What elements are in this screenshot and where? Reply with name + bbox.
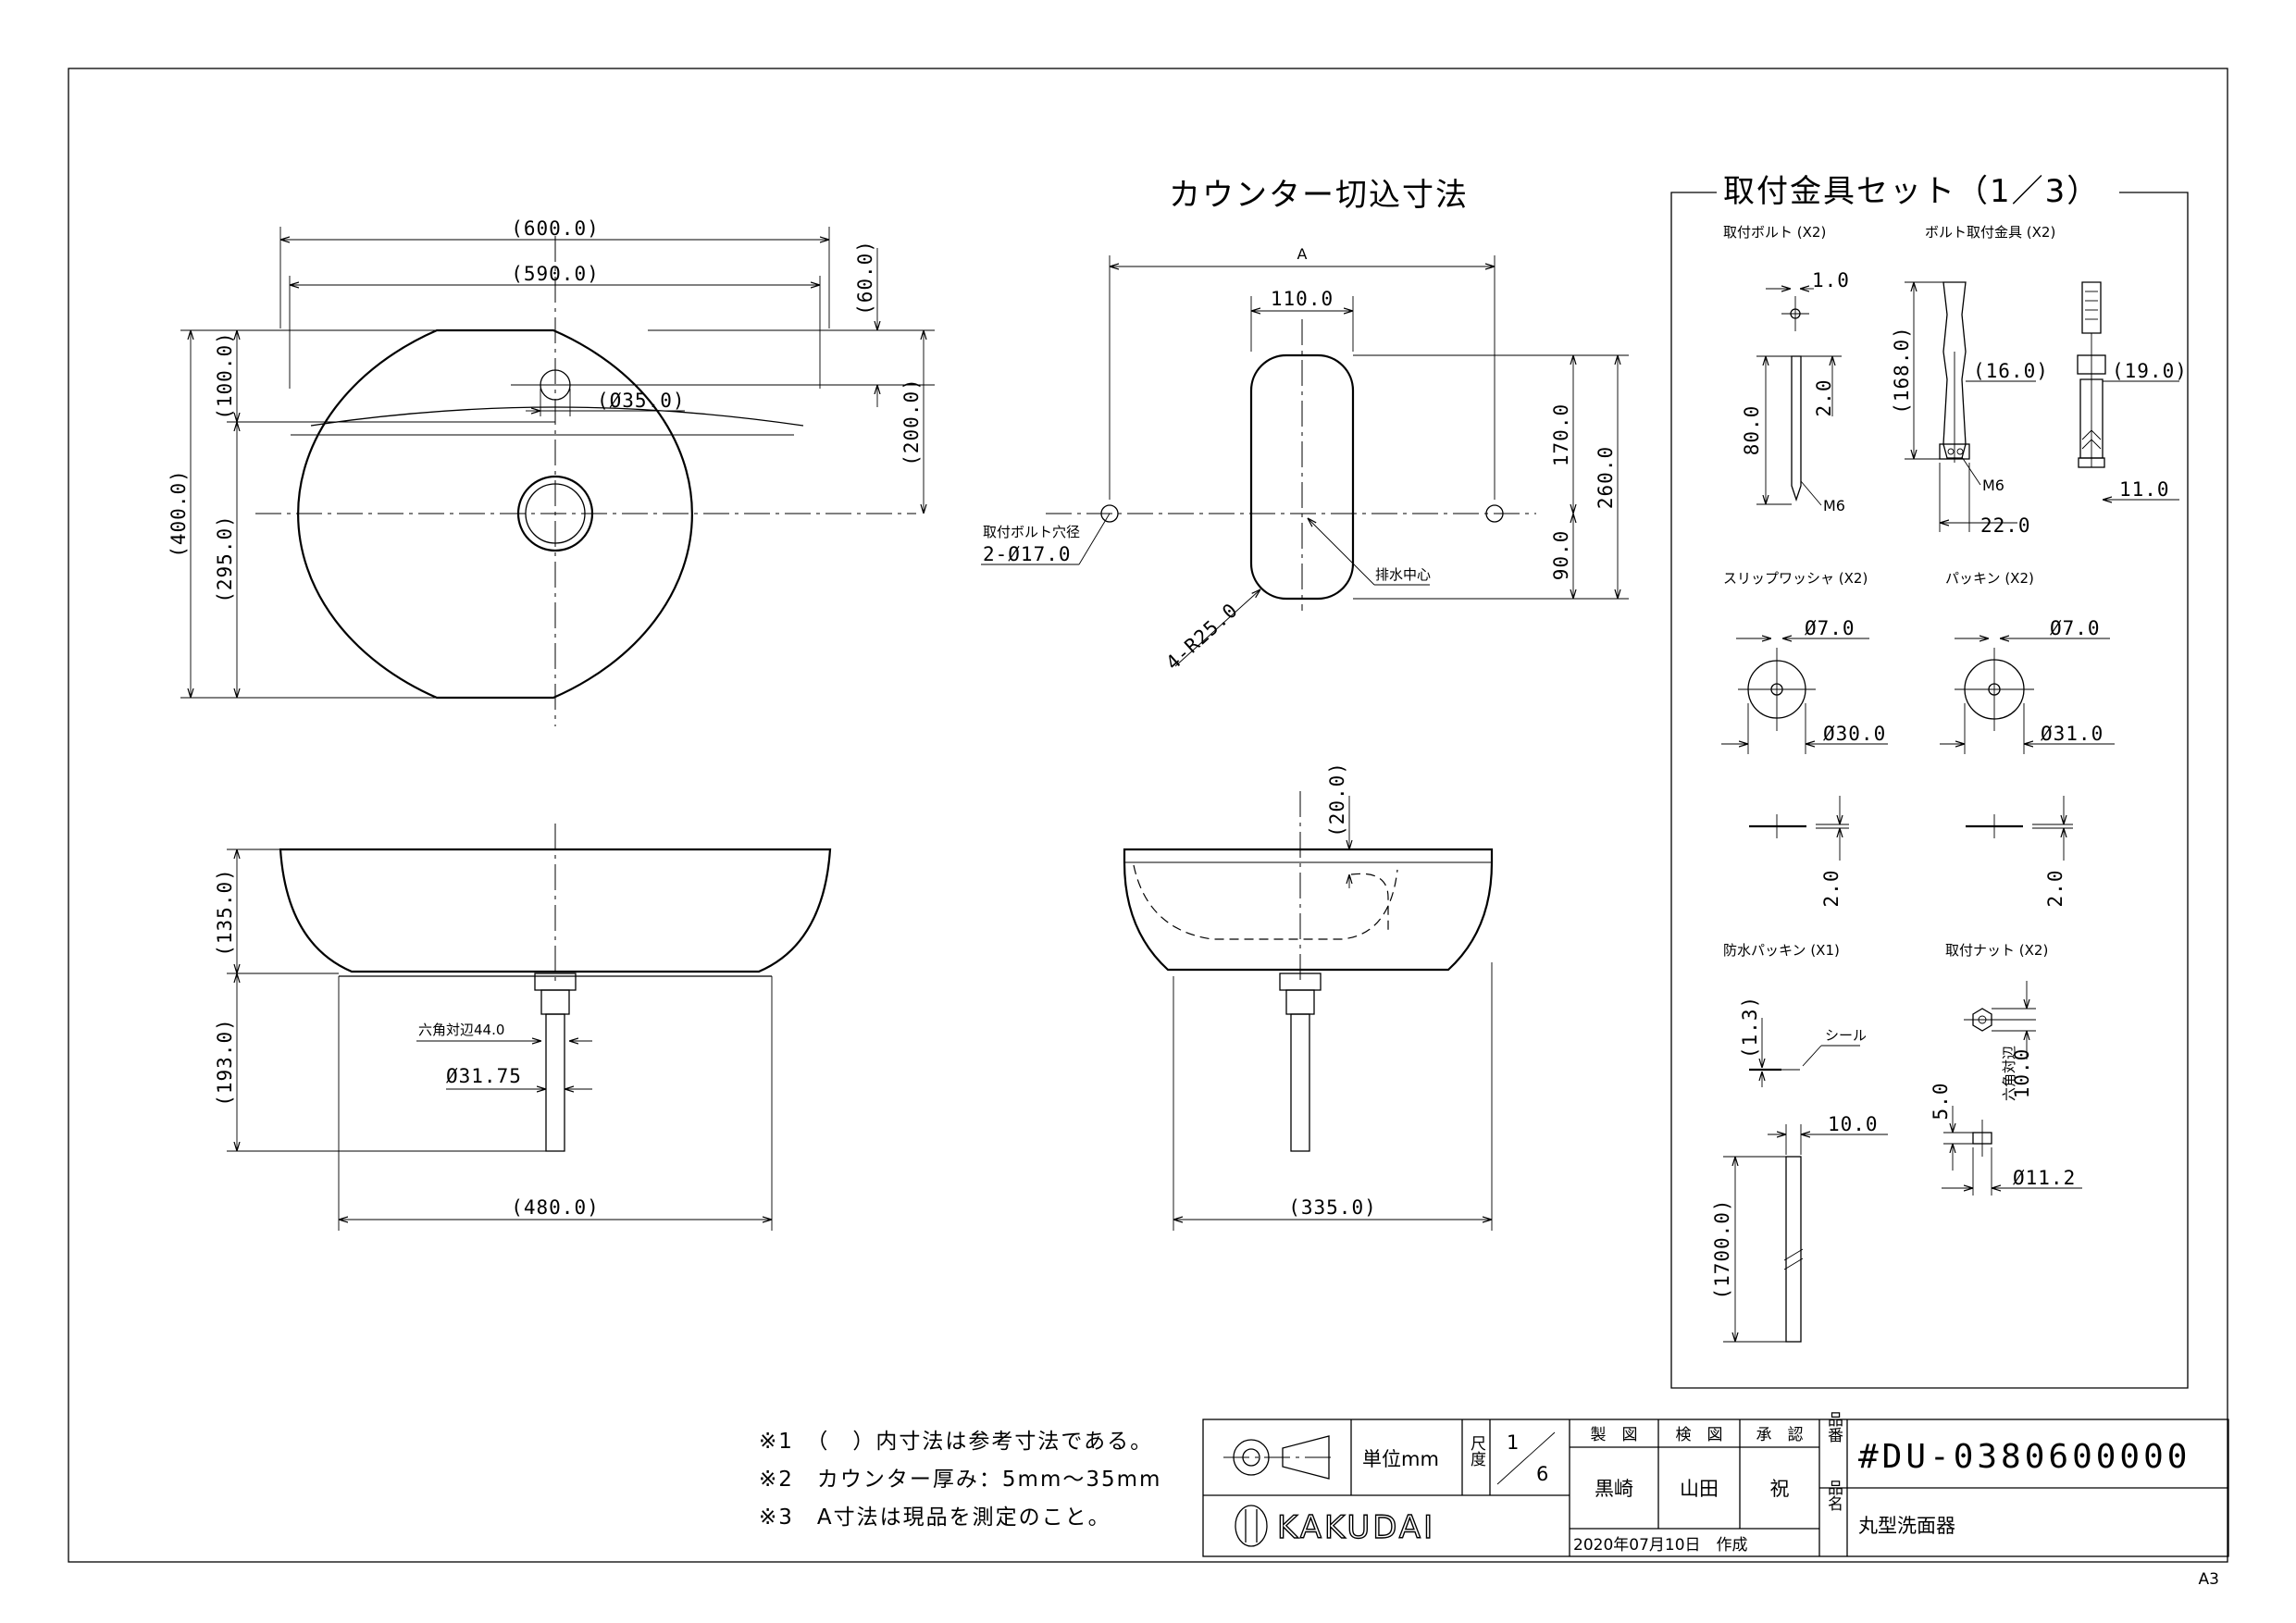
bracket-dim-22: 22.0 (1980, 514, 2031, 537)
dim-faucet-hole: (Ø35.0) (597, 390, 686, 412)
title-block: 単位mm 尺度 1 6 製 図 検 図 承 認 黒崎 山田 祝 2020年07月… (1202, 1411, 2229, 1557)
cutout-title: カウンター切込寸法 (1169, 177, 1469, 214)
notes: ※1 （ ）内寸法は参考寸法である。 ※2 カウンター厚み：5mm～35mm ※… (759, 1430, 1161, 1530)
bolt-hole-right (1485, 504, 1504, 523)
name-label: 品名 (1824, 1480, 1843, 1511)
basin-deck-line (310, 406, 804, 427)
dim-a: A (1297, 245, 1308, 263)
bracket-front-top (2081, 281, 2102, 334)
basin-outline-top (297, 328, 693, 700)
waterproof-d10: 10.0 (1828, 1113, 1879, 1135)
bracket-dim-11: 11.0 (2119, 478, 2170, 501)
bracket-dim-168: (168.0) (1891, 326, 1913, 415)
bracket-label: ボルト取付金具 (X2) (1925, 224, 2055, 241)
note-3: ※3 A寸法は現品を測定のこと。 (759, 1505, 1111, 1530)
dim-260: 260.0 (1595, 446, 1617, 509)
nut-label: 取付ナット (X2) (1945, 942, 2048, 959)
bolt-thread: M6 (1823, 497, 1845, 514)
packing-d7: Ø7.0 (2050, 617, 2101, 639)
waterproof-label: 防水パッキン (X1) (1723, 942, 1840, 959)
dim-200: (200.0) (900, 378, 923, 466)
slip-washer-t: 2.0 (1820, 870, 1843, 908)
drawn-by: 黒崎 (1595, 1478, 1633, 1500)
scale-den: 6 (1536, 1463, 1548, 1485)
dim-60: (60.0) (854, 240, 876, 316)
drawn-label: 製 図 (1591, 1426, 1638, 1444)
unit-label: 単位mm (1362, 1448, 1439, 1470)
drain-center-label: 排水中心 (1375, 566, 1431, 583)
packing-t: 2.0 (2044, 870, 2066, 908)
bracket-dim-16: (16.0) (1973, 360, 2049, 382)
parts-set: 取付金具セット（1／3） 取付ボルト (X2) 1.0 2.0 80.0 M6 … (1670, 173, 2189, 1389)
scale-num: 1 (1507, 1431, 1519, 1454)
dim-width-590: (590.0) (511, 263, 600, 285)
company-logo-text: KAKUDAI (1277, 1509, 1435, 1546)
slip-washer-d30: Ø30.0 (1823, 723, 1886, 745)
dim-193: (193.0) (214, 1018, 236, 1107)
dim-pipe-31-75: Ø31.75 (446, 1065, 522, 1087)
dim-480: (480.0) (511, 1196, 600, 1219)
cutout-view: カウンター切込寸法 A 110.0 170.0 260.0 90.0 取付ボルト… (981, 177, 1629, 675)
creation-date: 2020年07月10日 作成 (1573, 1536, 1748, 1555)
bolt-dim-1: 1.0 (1812, 269, 1850, 291)
basin-outline-side (1123, 848, 1494, 972)
drain-pipe-front (545, 1013, 565, 1152)
bolt-dim-2: 2.0 (1813, 379, 1835, 417)
slip-washer-label: スリップワッシャ (X2) (1723, 570, 1868, 587)
bracket-thread: M6 (1982, 477, 2004, 494)
checked-label: 検 図 (1676, 1426, 1723, 1444)
dim-110: 110.0 (1271, 288, 1334, 310)
bracket-side (1942, 281, 1967, 459)
sheet-size-label: A3 (2199, 1570, 2219, 1589)
approved-label: 承 認 (1756, 1426, 1804, 1444)
dim-height-295: (295.0) (214, 514, 236, 603)
dim-90: 90.0 (1550, 530, 1572, 581)
dim-r25: 4-R25.0 (1161, 599, 1242, 675)
note-2: ※2 カウンター厚み：5mm～35mm (759, 1468, 1161, 1492)
dim-hex-44: 六角対辺44.0 (418, 1022, 504, 1038)
sheet-border (68, 68, 2228, 1563)
packing-d31: Ø31.0 (2041, 723, 2104, 745)
bolt-dim-80: 80.0 (1741, 405, 1763, 456)
waterproof-d13: (1.3) (1739, 996, 1761, 1059)
packing-label: パッキン (X2) (1945, 570, 2034, 587)
dim-335: (335.0) (1288, 1196, 1377, 1219)
side-view: (20.0) (335.0) (1123, 762, 1494, 1231)
waterproof-strip (1785, 1156, 1802, 1343)
drain-pipe-side (1290, 1013, 1310, 1152)
bolt-label: 取付ボルト (X2) (1723, 224, 1826, 241)
dim-135: (135.0) (214, 868, 236, 957)
parts-title: 取付金具セット（1／3） (1723, 173, 2100, 210)
part-number: #DU-0380600000 (1858, 1438, 2191, 1476)
top-view: (600.0) (590.0) (400.0) (100.0) (295.0) … (168, 217, 935, 726)
nut-shape (1972, 1008, 1992, 1032)
bolt-hole-left (1100, 504, 1119, 523)
part-no-label: 品番 (1824, 1411, 1843, 1443)
nut-hex-label: 六角対辺 (2001, 1046, 2017, 1101)
bolt-hole-dim: 2-Ø17.0 (983, 543, 1072, 565)
dim-height-400: (400.0) (168, 469, 190, 558)
nut-d112: Ø11.2 (2013, 1167, 2076, 1189)
waterproof-d1700: (1700.0) (1711, 1198, 1733, 1299)
dim-170: 170.0 (1550, 403, 1572, 466)
dim-20: (20.0) (1326, 762, 1348, 837)
front-view: (480.0) (135.0) (193.0) 六角対辺44.0 Ø31.75 (214, 824, 832, 1231)
dim-height-100: (100.0) (214, 331, 236, 420)
bracket-dim-19: (19.0) (2112, 360, 2188, 382)
kakudai-logo: KAKUDAI (1235, 1505, 1435, 1547)
checked-by: 山田 (1680, 1478, 1719, 1500)
bolt-shape (1791, 355, 1802, 502)
nut-h5: 5.0 (1930, 1083, 1952, 1121)
approved-by: 祝 (1770, 1478, 1790, 1500)
nut-hex: 10.0 (2011, 1048, 2033, 1099)
bolt-hole-label: 取付ボルト穴径 (983, 524, 1080, 540)
product-name: 丸型洗面器 (1858, 1515, 1955, 1537)
basin-outline-front (279, 848, 832, 973)
dim-width-600: (600.0) (511, 217, 600, 240)
note-1: ※1 （ ）内寸法は参考寸法である。 (759, 1430, 1153, 1454)
waterproof-seal: シール (1825, 1027, 1867, 1044)
scale-label: 尺度 (1467, 1435, 1486, 1467)
slip-washer-d7: Ø7.0 (1805, 617, 1855, 639)
